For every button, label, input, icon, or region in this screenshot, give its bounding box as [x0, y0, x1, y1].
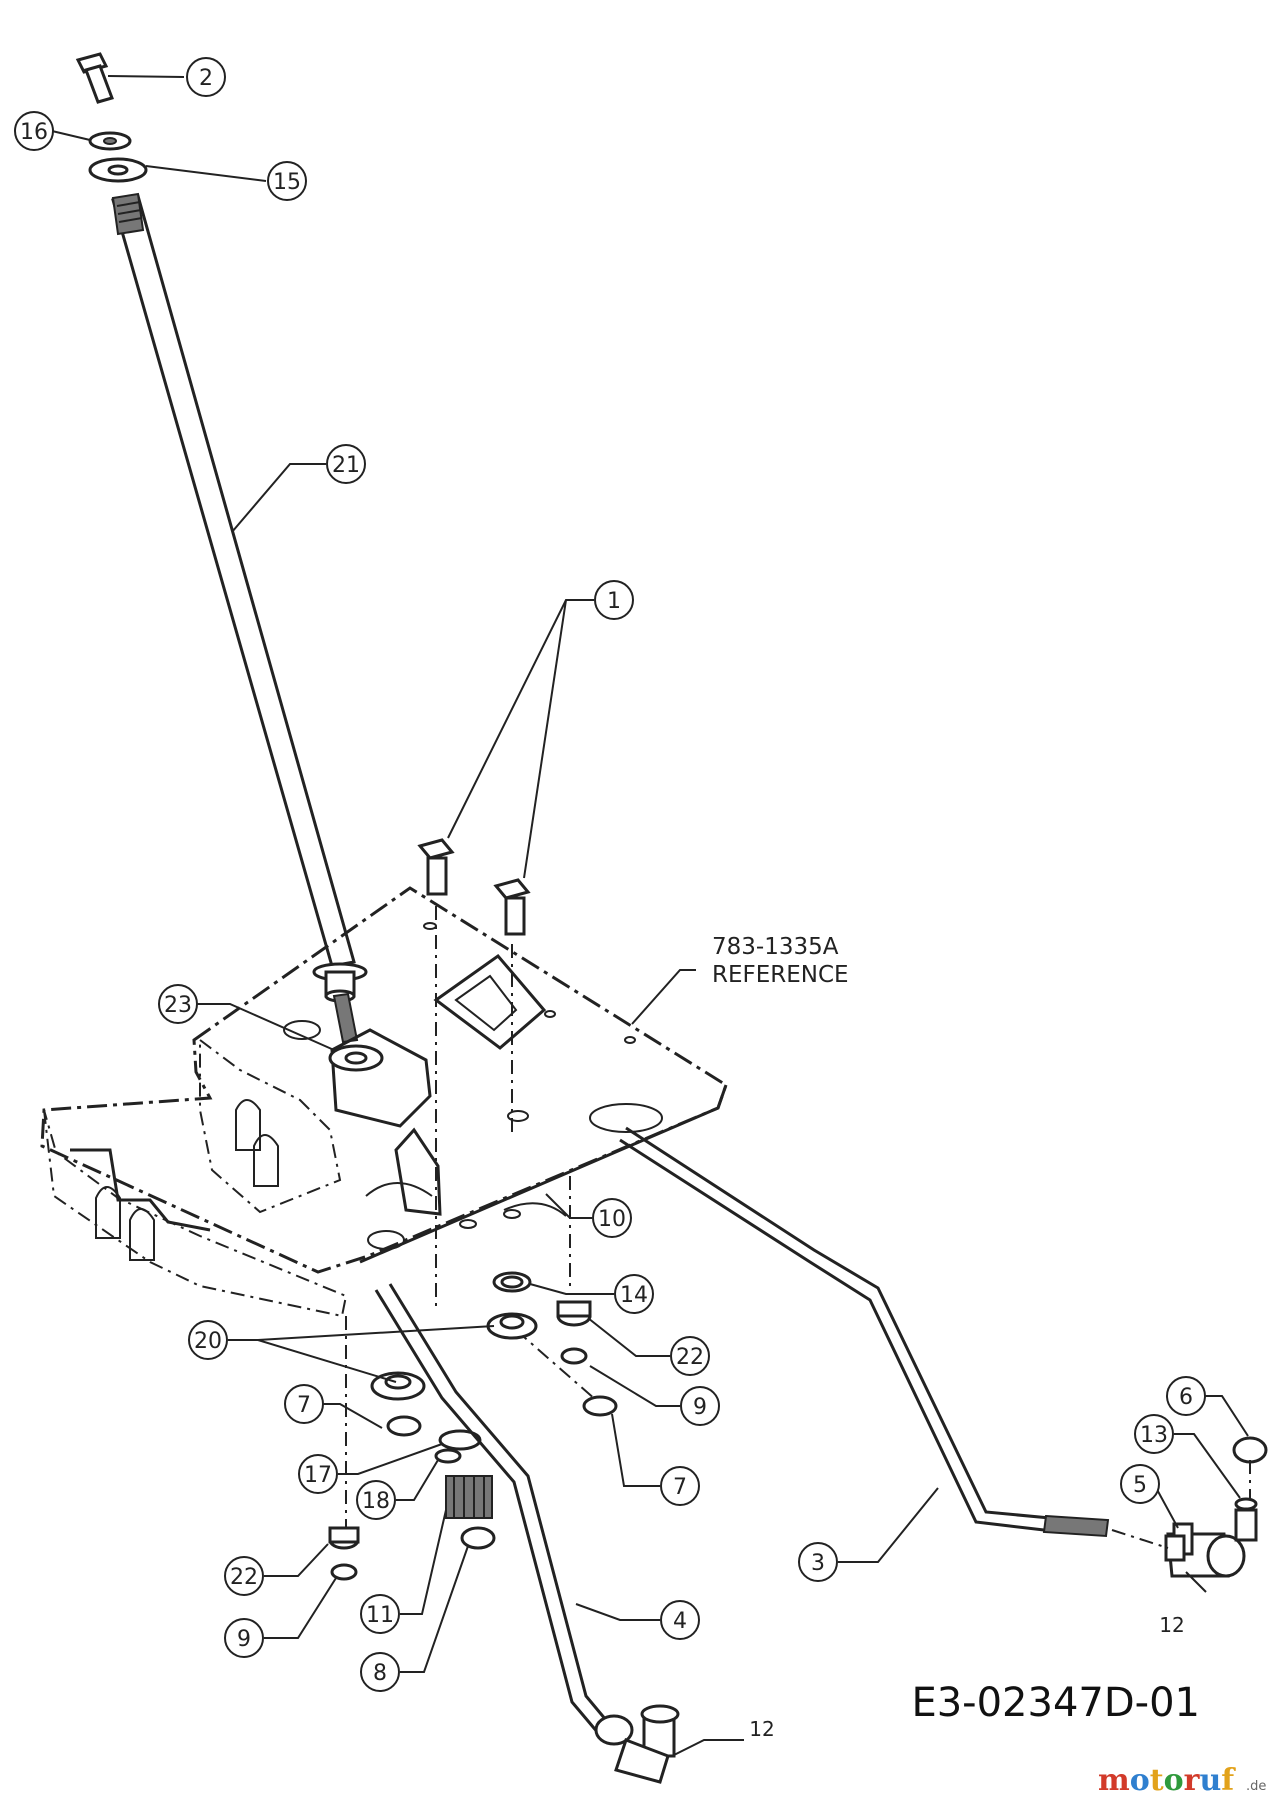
callout-10: 10: [592, 1198, 632, 1238]
callout-13-label: 13: [1140, 1423, 1168, 1448]
callout-22-right-label: 22: [676, 1345, 704, 1370]
callout-9-right: 9: [680, 1386, 720, 1426]
assembly-axes: [345, 906, 597, 1540]
callout-16-label: 16: [20, 120, 48, 145]
callout-14: 14: [614, 1274, 654, 1314]
callout-23-label: 23: [164, 993, 192, 1018]
callout-3: 3: [798, 1542, 838, 1582]
callout-18-label: 18: [362, 1489, 390, 1514]
label-12-right: 12: [1159, 1613, 1184, 1637]
callout-20: 20: [188, 1320, 228, 1360]
callout-9-left-label: 9: [237, 1627, 251, 1652]
callout-21-label: 21: [332, 453, 360, 478]
callout-9-left: 9: [224, 1618, 264, 1658]
callout-22-left-label: 22: [230, 1565, 258, 1590]
callout-17: 17: [298, 1454, 338, 1494]
watermark-letter: o: [1130, 1763, 1150, 1798]
svg-text:motoruf: motoruf: [1098, 1763, 1236, 1798]
callout-7-right: 7: [660, 1466, 700, 1506]
drag-link-4: [374, 1283, 680, 1784]
callout-11: 11: [360, 1594, 400, 1634]
callout-13: 13: [1134, 1414, 1174, 1454]
watermark-letter: t: [1150, 1763, 1164, 1798]
callout-14-label: 14: [620, 1283, 648, 1308]
callout-1: 1: [594, 580, 634, 620]
callout-7-left: 7: [284, 1384, 324, 1424]
watermark-letter: m: [1098, 1763, 1130, 1798]
callout-2: 2: [186, 57, 226, 97]
callout-9-right-label: 9: [693, 1395, 707, 1420]
callout-4-label: 4: [673, 1609, 687, 1634]
callout-23: 23: [158, 984, 198, 1024]
callout-20-label: 20: [194, 1329, 222, 1354]
callout-6: 6: [1166, 1376, 1206, 1416]
callout-6-label: 6: [1179, 1385, 1193, 1410]
callout-4: 4: [660, 1600, 700, 1640]
watermark-letter: o: [1164, 1763, 1184, 1798]
watermark-suffix: .de: [1246, 1779, 1266, 1794]
callout-16: 16: [14, 111, 54, 151]
callout-10-label: 10: [598, 1207, 626, 1232]
drag-link-3: [619, 1126, 1110, 1538]
callout-5: 5: [1120, 1464, 1160, 1504]
label-12-bottom: 12: [749, 1717, 774, 1741]
bolts-1: [417, 838, 531, 936]
steering-shaft: [111, 192, 368, 1044]
callout-11-label: 11: [366, 1603, 394, 1628]
callout-8: 8: [360, 1652, 400, 1692]
callout-3-label: 3: [811, 1551, 825, 1576]
watermark-letter: r: [1184, 1763, 1201, 1798]
watermark-letter: u: [1199, 1763, 1221, 1798]
callout-22-right: 22: [670, 1336, 710, 1376]
callout-15: 15: [267, 161, 307, 201]
ball-joint-right: [1111, 1436, 1268, 1578]
callout-18: 18: [356, 1480, 396, 1520]
top-hardware: [75, 52, 148, 183]
callout-7-left-label: 7: [297, 1393, 311, 1418]
motoruf-watermark: motoruf .de: [1098, 1763, 1266, 1798]
callout-7-right-label: 7: [673, 1475, 687, 1500]
callout-21: 21: [326, 444, 366, 484]
callout-2-label: 2: [199, 66, 213, 91]
mounting-plate: [40, 886, 728, 1318]
leader-lines: [51, 75, 1249, 1757]
callout-1-label: 1: [607, 589, 621, 614]
reference-part-number: 783-1335A: [712, 934, 839, 960]
callout-17-label: 17: [304, 1463, 332, 1488]
reference-label: REFERENCE: [712, 962, 849, 988]
callout-22-left: 22: [224, 1556, 264, 1596]
drawing-code: E3-02347D-01: [911, 1680, 1200, 1726]
callout-5-label: 5: [1133, 1473, 1147, 1498]
watermark-letter: f: [1221, 1763, 1236, 1798]
callout-8-label: 8: [373, 1661, 387, 1686]
callout-15-label: 15: [273, 170, 301, 195]
under-plate-hardware: [328, 1044, 618, 1581]
